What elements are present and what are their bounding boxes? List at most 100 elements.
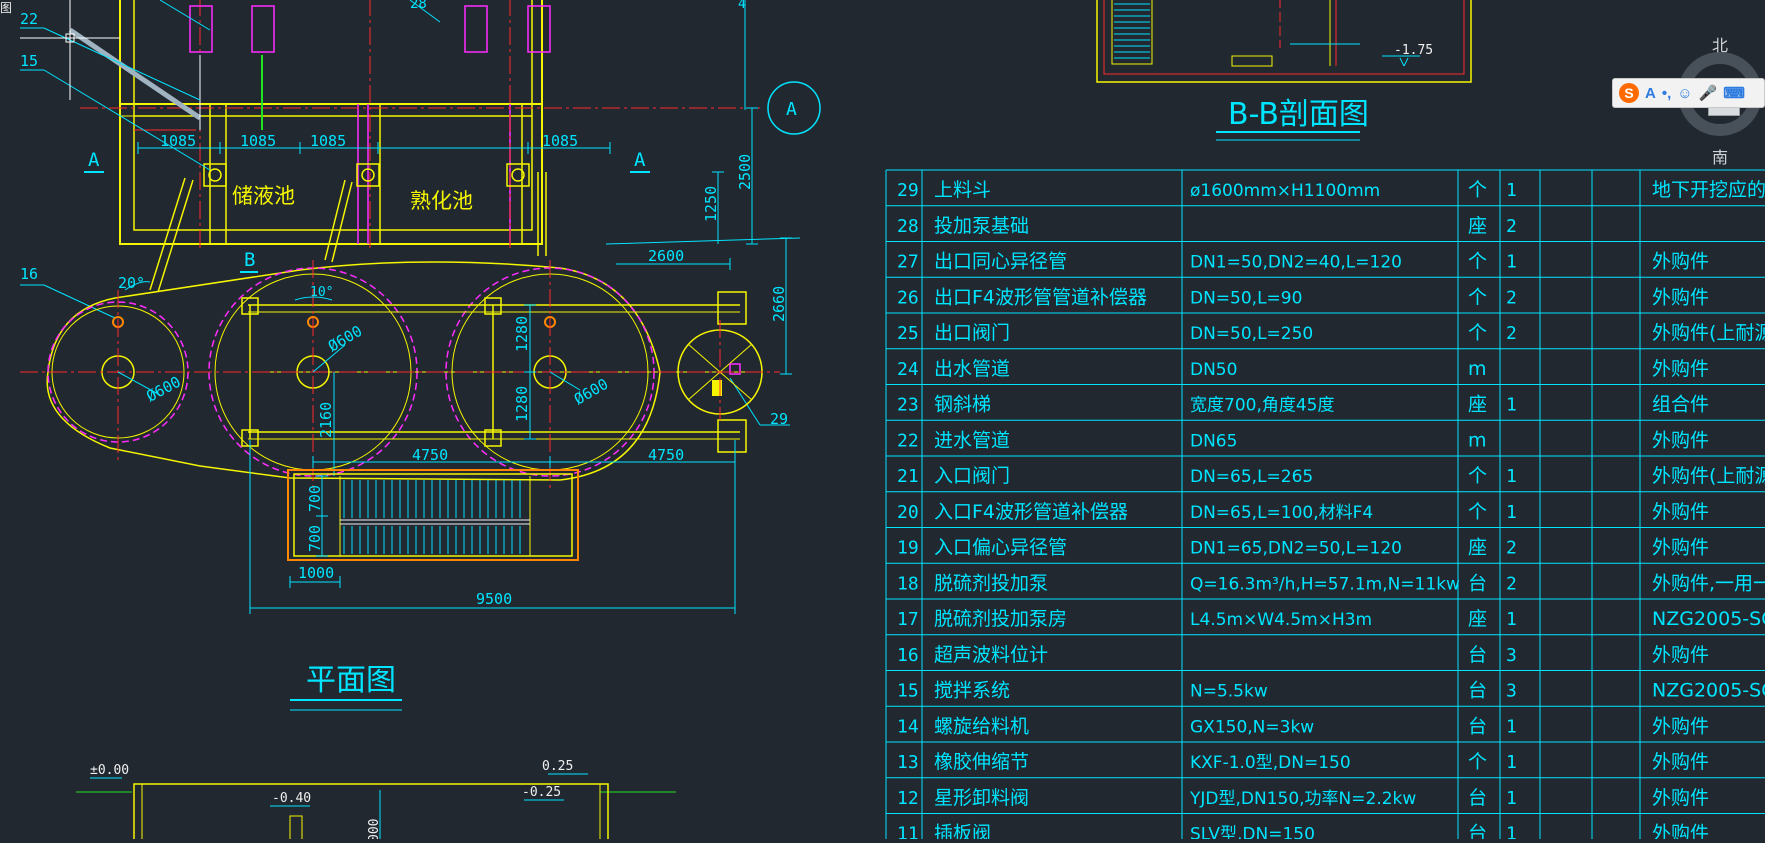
bom-cell-name: 橡胶伸缩节 <box>934 751 1029 773</box>
ime-mic-icon[interactable]: 🎤 <box>1698 85 1718 102</box>
bom-cell-note: 组合件 <box>1652 394 1709 416</box>
bom-cell-note: 地下开挖应的 <box>1652 179 1765 201</box>
bom-cell-spec: GX150,N=3kw <box>1190 717 1314 737</box>
bom-cell-qty: 1 <box>1506 466 1517 487</box>
bom-cell-qty: 1 <box>1506 752 1517 773</box>
angle-10: 10° <box>310 285 333 300</box>
bom-cell-unit: 台 <box>1468 680 1487 702</box>
bom-cell-name: 脱硫剂投加泵房 <box>934 608 1067 630</box>
dim-2600: 2600 <box>648 247 684 265</box>
bom-cell-no: 29 <box>897 180 919 201</box>
bom-cell-no: 15 <box>897 681 919 702</box>
bom-cell-qty: 1 <box>1506 824 1517 840</box>
tank-label-maturation: 熟化池 <box>410 189 473 213</box>
bom-cell-qty: 1 <box>1506 788 1517 809</box>
bom-cell-note: 外购件 <box>1652 501 1709 523</box>
section-mark-a-right: A <box>634 149 646 171</box>
bom-cell-qty: 1 <box>1506 502 1517 523</box>
bom-cell-no: 18 <box>897 573 919 594</box>
bom-cell-spec: DN=50,L=90 <box>1190 288 1302 308</box>
bom-cell-no: 26 <box>897 287 919 308</box>
bom-cell-unit: 座 <box>1468 608 1487 630</box>
bom-cell-qty: 1 <box>1506 180 1517 201</box>
bb-section <box>1096 0 1472 83</box>
bom-cell-name: 脱硫剂投加泵 <box>934 572 1048 594</box>
axis-bubble <box>767 81 821 135</box>
bom-cell-spec: YJD型,DN150,功率N=2.2kw <box>1189 789 1416 809</box>
bom-cell-unit: 个 <box>1468 179 1487 201</box>
ime-emoji-icon[interactable]: ☺ <box>1677 84 1693 102</box>
section-mark-b: B <box>244 249 255 271</box>
bom-cell-note: 外购件 <box>1652 715 1709 737</box>
stair-pit <box>287 469 579 561</box>
bom-cell-spec: DN1=65,DN2=50,L=120 <box>1190 539 1402 559</box>
number-4: 4 <box>738 0 746 12</box>
bom-cell-no: 16 <box>897 645 919 666</box>
bottom-section <box>76 773 676 843</box>
bom-cell-spec: SLV型,DN=150 <box>1190 825 1315 840</box>
ime-keyboard-icon[interactable]: ⌨ <box>1723 85 1745 102</box>
section-mark-a-left: A <box>88 149 100 171</box>
bom-cell-no: 23 <box>897 395 919 416</box>
bb-level: -1.75 <box>1394 43 1433 58</box>
bom-cell-no: 24 <box>897 359 919 380</box>
bom-cell-name: 螺旋给料机 <box>934 715 1029 737</box>
bom-cell-spec: KXF-1.0型,DN=150 <box>1190 753 1351 773</box>
bom-cell-no: 13 <box>897 752 919 773</box>
bom-cell-note: 外购件 <box>1652 537 1709 559</box>
bom-cell-note: 外购件 <box>1652 286 1709 308</box>
bom-cell-unit: 座 <box>1468 394 1487 416</box>
bom-cell-qty: 1 <box>1506 252 1517 273</box>
bom-cell-no: 25 <box>897 323 919 344</box>
bom-cell-name: 入口阀门 <box>934 465 1010 487</box>
ime-punct-icon[interactable]: •, <box>1661 84 1672 102</box>
bom-cell-no: 19 <box>897 538 919 559</box>
diameter-2: Ø600 <box>325 322 365 356</box>
level-000: ±0.00 <box>90 763 129 778</box>
bom-cell-unit: 台 <box>1468 572 1487 594</box>
bom-cell-unit: 座 <box>1468 215 1487 237</box>
dim-700-a: 700 <box>306 485 324 512</box>
dim-4750-b: 4750 <box>648 446 684 464</box>
diameter-3: Ø600 <box>571 375 611 409</box>
bom-cell-name: 进水管道 <box>934 429 1010 451</box>
bom-cell-unit: 台 <box>1468 715 1487 737</box>
bom-cell-spec: N=5.5kw <box>1190 682 1268 702</box>
dim-1280-a: 1280 <box>513 316 531 352</box>
ime-logo-icon[interactable]: S <box>1619 83 1639 103</box>
ime-toolbar[interactable]: S A •, ☺ 🎤 ⌨ <box>1612 78 1765 108</box>
bom-cell-unit: 座 <box>1468 537 1487 559</box>
corner-glyph: 图 <box>0 1 12 15</box>
dim-1085-c: 1085 <box>310 132 346 150</box>
dim-4750-a: 4750 <box>412 446 448 464</box>
bom-cell-spec: DN=65,L=100,材料F4 <box>1190 503 1373 523</box>
compass-south: 南 <box>1712 148 1729 167</box>
callout-28: 28 <box>410 0 427 12</box>
bom-cell-name: 出口同心异径管 <box>934 251 1067 273</box>
crosshair-cursor <box>20 0 120 100</box>
bom-cell-note: 外购件 <box>1652 251 1709 273</box>
ime-mode-button[interactable]: A <box>1645 84 1656 102</box>
bom-cell-spec: DN=50,L=250 <box>1190 324 1313 344</box>
bom-cell-unit: 台 <box>1468 644 1487 666</box>
dim-700-b: 700 <box>306 525 324 552</box>
bom-cell-name: 出水管道 <box>934 358 1010 380</box>
bb-title: B-B剖面图 <box>1228 97 1369 132</box>
bom-cell-no: 22 <box>897 430 919 451</box>
bom-cell-name: 超声波料位计 <box>934 644 1048 666</box>
bom-cell-name: 星形卸料阀 <box>934 787 1029 809</box>
bom-cell-note: 外购件,一用一 <box>1652 572 1765 594</box>
axis-bubble-label: A <box>786 99 797 120</box>
bom-cell-spec: DN1=50,DN2=40,L=120 <box>1190 253 1402 273</box>
bom-cell-name: 出口F4波形管管道补偿器 <box>934 286 1147 308</box>
dim-1280-b: 1280 <box>513 386 531 422</box>
bom-cell-unit: 个 <box>1468 501 1487 523</box>
bom-cell-qty: 3 <box>1506 681 1517 702</box>
bom-cell-unit: 台 <box>1468 787 1487 809</box>
bom-cell-spec: 宽度700,角度45度 <box>1190 396 1334 416</box>
bom-cell-spec: L4.5m×W4.5m×H3m <box>1190 610 1372 630</box>
bom-cell-spec: DN50 <box>1190 360 1237 380</box>
dim-vertical-000: 000 <box>367 819 382 839</box>
